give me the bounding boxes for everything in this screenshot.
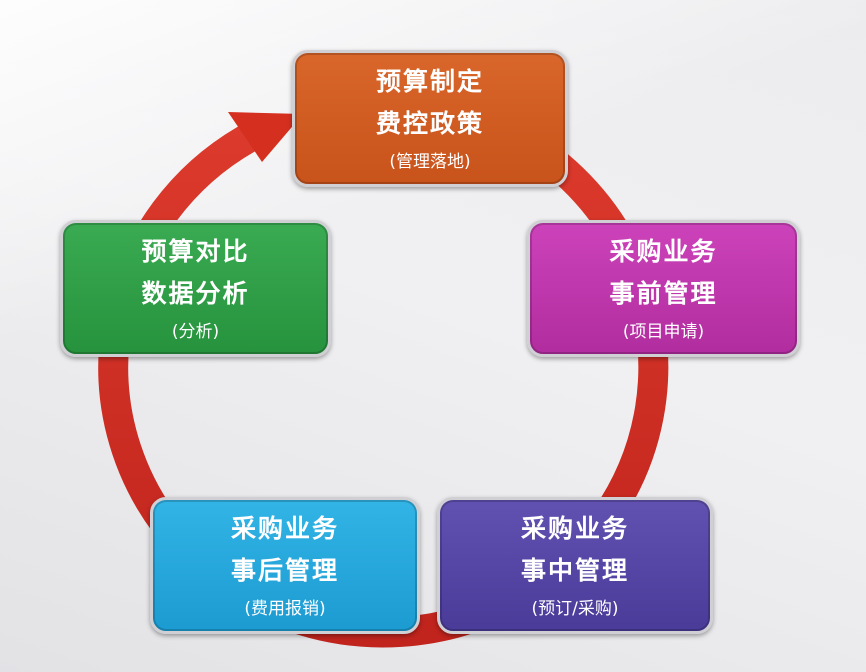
step-note: (费用报销) [244, 599, 326, 619]
step-note: (项目申请) [622, 322, 705, 342]
step-pre-purchase: 采购业务 事前管理 (项目申请) [527, 220, 800, 357]
step-subtitle: 数据分析 [141, 279, 250, 308]
step-title: 采购业务 [520, 514, 629, 543]
step-title: 预算对比 [141, 237, 250, 266]
step-budget-policy: 预算制定 费控政策 (管理落地) [292, 50, 568, 187]
step-subtitle: 费控政策 [375, 109, 484, 138]
step-note: (预订/采购) [531, 599, 619, 619]
step-in-purchase: 采购业务 事中管理 (预订/采购) [437, 497, 713, 634]
step-title: 采购业务 [230, 514, 339, 543]
cycle-arrowhead [228, 112, 303, 162]
step-title: 预算制定 [375, 67, 484, 96]
step-note: (管理落地) [389, 152, 471, 172]
step-note: (分析) [171, 322, 220, 342]
step-analysis: 预算对比 数据分析 (分析) [60, 220, 331, 357]
step-subtitle: 事中管理 [520, 556, 629, 585]
step-subtitle: 事前管理 [609, 279, 718, 308]
step-subtitle: 事后管理 [230, 556, 339, 585]
step-post-purchase: 采购业务 事后管理 (费用报销) [150, 497, 420, 634]
step-title: 采购业务 [609, 237, 718, 266]
